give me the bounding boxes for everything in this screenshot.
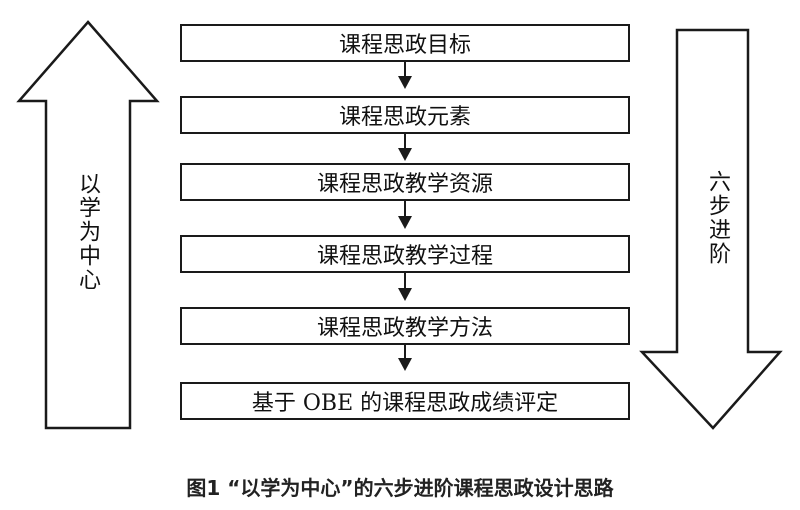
step-box-6: 基于 OBE 的课程思政成绩评定 <box>180 382 630 420</box>
step-box-2: 课程思政元素 <box>180 96 630 134</box>
flow-diagram: 以学为中心 六步进阶 课程思政目标 课程思政元素 课程思政教学资源 课程思政教学… <box>16 20 783 430</box>
connector-arrows <box>398 62 412 371</box>
step-box-1: 课程思政目标 <box>180 24 630 62</box>
figure-caption: 图1 “以学为中心”的六步进阶课程思政设计思路 <box>186 476 614 500</box>
step-box-3: 课程思政教学资源 <box>180 163 630 201</box>
step-box-5: 课程思政教学方法 <box>180 307 630 345</box>
right-down-arrow <box>639 28 783 430</box>
left-up-arrow <box>16 20 160 430</box>
connector-arrow-5 <box>398 345 412 371</box>
step-box-4: 课程思政教学过程 <box>180 235 630 273</box>
connector-arrow-1 <box>398 62 412 89</box>
connector-arrow-4 <box>398 273 412 301</box>
connector-arrow-2 <box>398 134 412 161</box>
connector-arrow-3 <box>398 201 412 229</box>
right-arrow-label: 六步进阶 <box>705 170 730 266</box>
left-arrow-label: 以学为中心 <box>75 172 100 292</box>
